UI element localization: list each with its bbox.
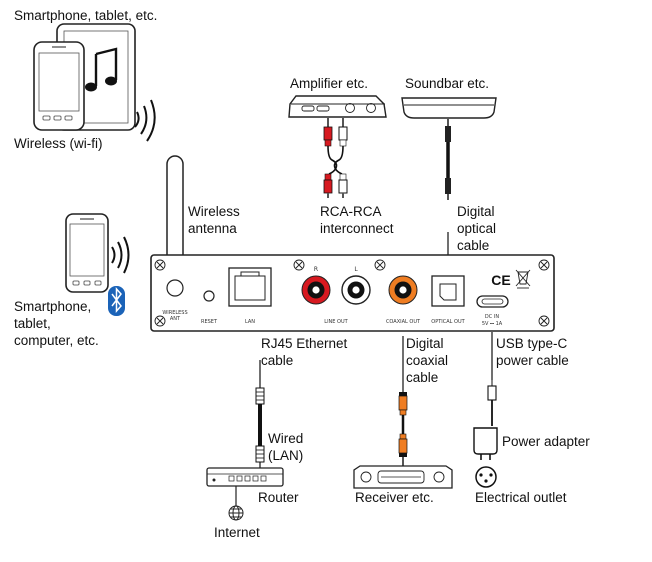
panel-l-label: L — [354, 266, 358, 273]
optical-cable — [445, 118, 451, 275]
label-smartphone-computer: Smartphone, tablet, computer, etc. — [14, 299, 99, 348]
soundbar-device — [401, 97, 497, 119]
weee-bin-icon — [515, 269, 531, 289]
label-wireless-wifi: Wireless (wi-fi) — [14, 136, 103, 151]
receiver-device — [353, 465, 453, 489]
globe-icon — [228, 505, 244, 521]
label-amplifier: Amplifier etc. — [290, 76, 369, 91]
label-wired-lan: Wired (LAN) — [268, 431, 304, 463]
label-power-adapter: Power adapter — [502, 434, 590, 449]
music-note-icon — [85, 47, 118, 92]
label-digital-coaxial: Digital coaxial cable — [406, 336, 449, 385]
panel-reset-label: RESET — [201, 319, 218, 325]
label-rca-cable: RCA-RCA interconnect — [320, 204, 394, 236]
panel-dc-in-label: DC IN — [485, 314, 499, 320]
panel-optical-out-label: OPTICAL OUT — [431, 319, 465, 325]
ethernet-cable — [255, 360, 265, 468]
label-receiver: Receiver etc. — [355, 490, 434, 505]
rca-cable — [323, 118, 348, 198]
usbc-cable — [487, 332, 497, 426]
ce-mark: CE — [491, 272, 510, 288]
panel-lan-label: LAN — [245, 319, 255, 325]
label-soundbar: Soundbar etc. — [405, 76, 490, 91]
label-internet: Internet — [214, 525, 260, 540]
power-adapter-device — [473, 427, 498, 460]
amplifier-device — [288, 95, 387, 118]
bluetooth-icon — [108, 286, 125, 316]
electrical-outlet — [475, 466, 497, 488]
panel-line-out-label: LINE OUT — [324, 319, 348, 325]
wifi-waves-icon — [134, 99, 156, 142]
label-usbc-cable: USB type-C power cable — [496, 336, 569, 368]
label-wireless-antenna: Wireless antenna — [188, 204, 240, 236]
phone-device-top — [33, 41, 85, 131]
wireless-waves-icon — [111, 236, 130, 274]
label-router: Router — [258, 490, 299, 505]
router-device — [206, 467, 284, 506]
panel-coaxial-out-label: COAXIAL OUT — [386, 319, 421, 325]
coaxial-cable — [398, 336, 408, 466]
label-electrical-outlet: Electrical outlet — [475, 490, 567, 505]
label-rj45-cable: RJ45 Ethernet cable — [261, 336, 348, 368]
phone-device-left — [65, 213, 109, 293]
label-digital-optical: Digital optical cable — [457, 204, 497, 253]
panel-dc-spec-label: 5V ⎓ 1A — [482, 321, 503, 327]
label-smartphone-tablet: Smartphone, tablet, etc. — [14, 8, 158, 23]
device-back-panel — [150, 254, 555, 332]
panel-r-label: R — [314, 266, 318, 273]
